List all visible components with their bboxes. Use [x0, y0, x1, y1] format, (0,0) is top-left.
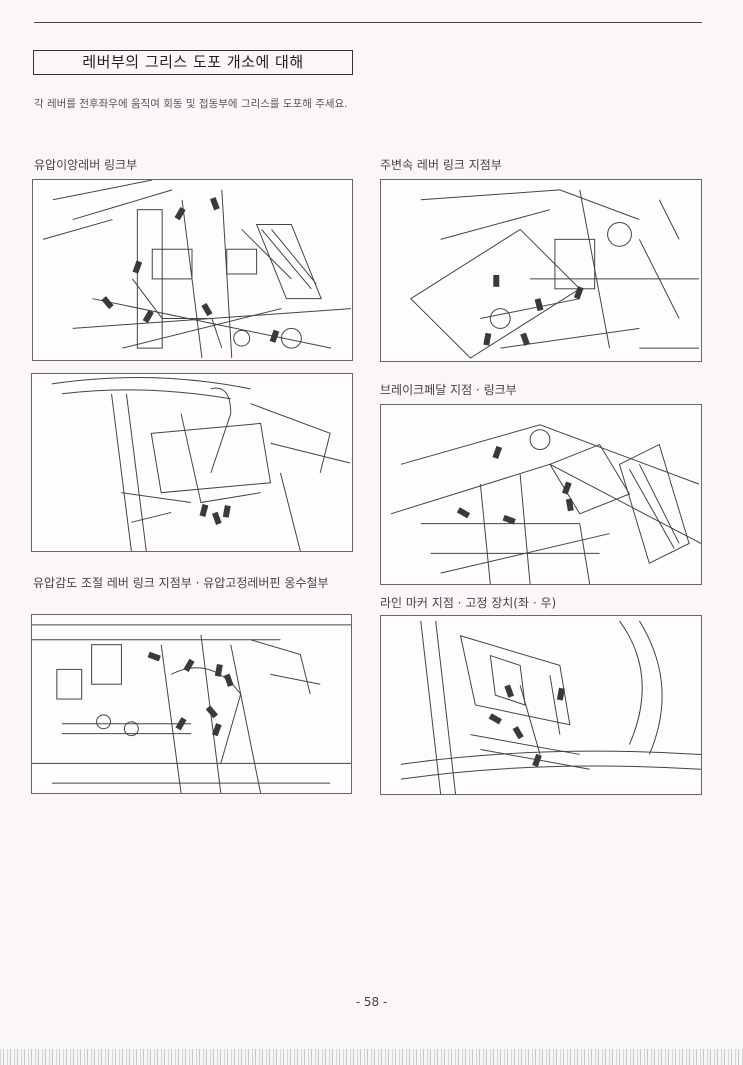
figure-6-caption: 라인 마커 지점 · 고정 장치(좌 · 우): [380, 596, 557, 610]
page-number: - 58 -: [355, 995, 388, 1009]
header-rule: [34, 22, 702, 23]
intro-text: 각 레버를 전후좌우에 움직여 회동 및 접동부에 그리스를 도포해 주세요.: [34, 98, 348, 110]
figure-5-caption: 유압감도 조절 레버 링크 지점부 · 유압고정레버핀 옹수철부: [33, 576, 329, 590]
grease-markers: [456, 445, 574, 525]
grease-markers: [199, 503, 231, 525]
figure-4-caption: 브레이크페달 지점 · 링크부: [380, 383, 517, 397]
figure-5-drawing: [32, 624, 351, 793]
scan-artifact-strip: [0, 1049, 743, 1065]
figure-3-illustration: [31, 373, 353, 552]
figure-1-caption: 유압이앙레버 링크부: [34, 158, 138, 172]
figure-3-drawing: [51, 377, 351, 551]
figure-1-illustration: [32, 179, 353, 361]
grease-markers: [483, 274, 584, 346]
grease-markers: [101, 197, 280, 343]
figure-6-drawing: [400, 620, 701, 794]
figure-1-drawing: [42, 180, 352, 359]
figure-2-caption: 주변속 레버 링크 지점부: [380, 158, 502, 172]
grease-markers: [488, 684, 565, 767]
grease-markers: [147, 651, 234, 737]
section-title: 레버부의 그리스 도포 개소에 대해: [33, 50, 353, 75]
figure-2-illustration: [380, 179, 702, 362]
figure-4-drawing: [390, 424, 701, 584]
figure-5-illustration: [31, 614, 352, 794]
figure-6-illustration: [380, 615, 702, 795]
figure-4-illustration: [380, 404, 702, 585]
figure-2-drawing: [410, 189, 700, 359]
